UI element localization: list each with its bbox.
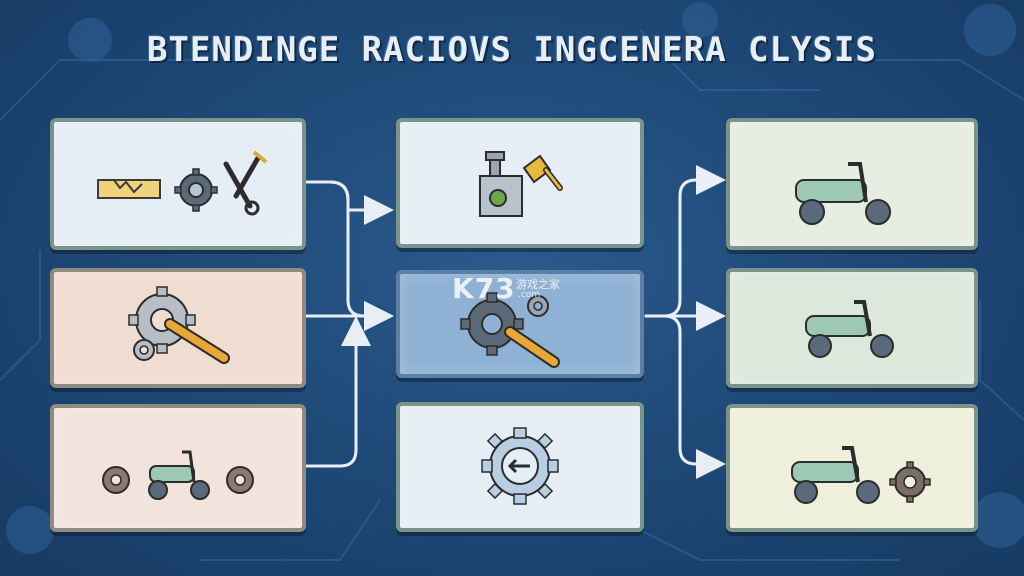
gear-icon [226,466,254,494]
node-right-middle [726,268,978,388]
node-center-middle [396,270,644,378]
wrench-icon [164,318,230,364]
center-top-icons [479,151,563,217]
node-center-bottom [396,402,644,532]
arrow-cm-to-rt [644,165,726,318]
arrow-cm-to-rb [662,314,726,479]
watermark-logo: K73 [452,272,516,305]
wrench-icon [504,326,560,368]
node-center-top [396,118,644,248]
scooter-icon [148,450,210,500]
watermark: K73 游戏之家 .com [452,272,560,305]
watermark-cn: 游戏之家 [516,278,560,291]
gear-icon [133,339,155,361]
wrench-icon [223,150,268,216]
watermark-domain: .com [518,290,541,300]
node-right-bottom [726,404,978,532]
machine-icon [479,151,523,217]
plank-icon [97,179,161,199]
arrow-lt-to-cm [328,180,394,331]
arrow-lb-to-cm [303,316,371,468]
center-middle-icons [460,292,560,368]
center-bottom-icons [481,427,559,505]
gear-icon [527,295,549,317]
left-bottom-icons [102,450,254,500]
right-bottom-icons [791,446,931,504]
gear-arrow-icon [481,427,559,505]
page-title: BTENDINGE RACIOVS INGCENERA CLYSIS [147,30,877,70]
right-top-icons [795,162,891,225]
node-left-middle [50,268,306,388]
node-right-top [726,118,978,250]
node-left-bottom [50,404,306,532]
gear-icon [174,168,218,212]
left-middle-icons [128,286,230,364]
right-middle-icons [805,300,894,358]
node-left-top [50,118,306,250]
gear-icon [102,466,130,494]
left-top-icons [97,150,268,216]
key-icon [522,154,563,191]
gear-icon [460,292,524,356]
scooter-icon [795,162,891,225]
scooter-icon [805,300,894,358]
gear-icon [889,461,931,503]
scooter-icon [791,446,880,504]
